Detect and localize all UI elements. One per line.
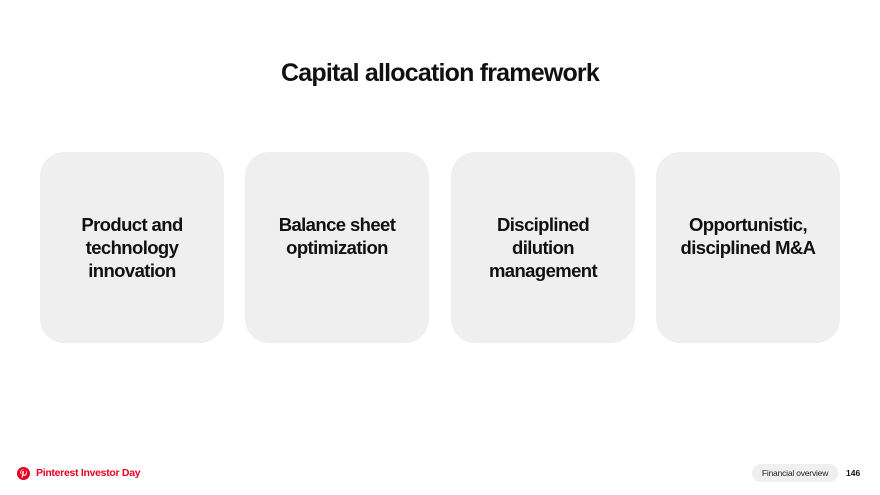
card-label: Opportunistic, disciplined M&A xyxy=(680,214,817,258)
section-badge: Financial overview xyxy=(752,464,838,482)
card-label: Disciplined dilution management xyxy=(488,214,598,281)
slide-title: Capital allocation framework xyxy=(281,59,600,87)
framework-cards: Product and technology innovation Balanc… xyxy=(40,152,840,343)
card-label: Product and technology innovation xyxy=(81,214,183,281)
brand-label: Pinterest Investor Day xyxy=(36,467,141,479)
card-dilution-management: Disciplined dilution management xyxy=(451,152,635,343)
card-mergers-acquisitions: Opportunistic, disciplined M&A xyxy=(656,152,840,343)
card-balance-sheet: Balance sheet optimization xyxy=(245,152,429,343)
footer-brand: Pinterest Investor Day xyxy=(17,465,141,481)
card-product-technology: Product and technology innovation xyxy=(40,152,224,343)
pinterest-logo-icon xyxy=(17,466,30,480)
page-number: 146 xyxy=(846,468,861,478)
card-label: Balance sheet optimization xyxy=(278,214,396,258)
